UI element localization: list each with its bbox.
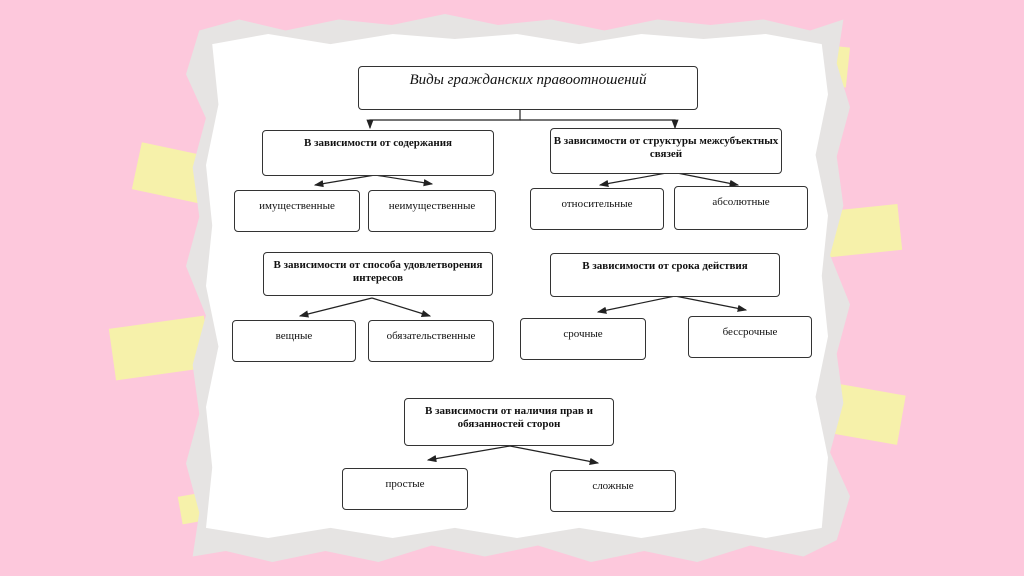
type-box: вещные bbox=[232, 320, 356, 362]
type-box: неимущественные bbox=[368, 190, 496, 232]
criterion-box: В зависимости от структуры межсубъектных… bbox=[550, 128, 782, 174]
type-box: простые bbox=[342, 468, 468, 510]
type-box: относительные bbox=[530, 188, 664, 230]
type-box: срочные bbox=[520, 318, 646, 360]
criterion-box: В зависимости от содержания bbox=[262, 130, 494, 176]
criterion-box: В зависимости от способа удовлетворения … bbox=[263, 252, 493, 296]
diagram-title: Виды гражданских правоотношений bbox=[358, 66, 698, 110]
criterion-box: В зависимости от срока действия bbox=[550, 253, 780, 297]
type-box: обязательственные bbox=[368, 320, 494, 362]
type-box: имущественные bbox=[234, 190, 360, 232]
type-box: бессрочные bbox=[688, 316, 812, 358]
type-box: абсолютные bbox=[674, 186, 808, 230]
criterion-box: В зависимости от наличия прав и обязанно… bbox=[404, 398, 614, 446]
type-box: сложные bbox=[550, 470, 676, 512]
